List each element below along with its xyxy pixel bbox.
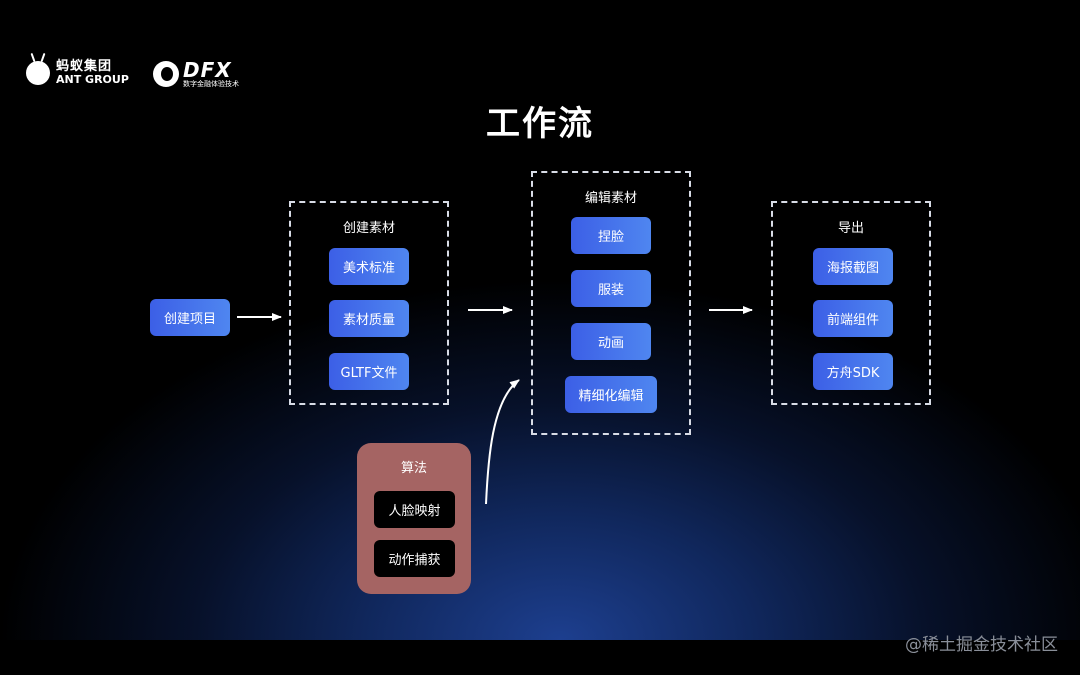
export-item: 方舟SDK [813, 353, 893, 390]
algorithm-group: 算法 人脸映射 动作捕获 [357, 443, 471, 594]
bottom-bar [0, 640, 1080, 675]
edit-assets-group: 编辑素材 捏脸 服装 动画 精细化编辑 [531, 171, 691, 435]
create-item: GLTF文件 [329, 353, 409, 390]
algorithm-label: 算法 [400, 461, 427, 476]
ant-logo-icon [26, 60, 50, 85]
create-project-node: 创建项目 [150, 299, 230, 336]
ant-logo-en: ANT GROUP [56, 72, 129, 86]
create-assets-label: 创建素材 [342, 221, 395, 236]
ant-group-logo: 蚂蚁集团 ANT GROUP [26, 60, 129, 85]
export-item: 海报截图 [813, 248, 893, 285]
export-group: 导出 海报截图 前端组件 方舟SDK [771, 201, 931, 405]
algorithm-item: 人脸映射 [374, 491, 455, 528]
arrow-algorithm-to-edit [485, 379, 520, 505]
dfx-logo: DFX 数字金融体验技术 [153, 60, 239, 88]
create-item: 素材质量 [329, 300, 409, 337]
edit-item: 捏脸 [571, 217, 651, 254]
edit-item: 服装 [571, 270, 651, 307]
ant-logo-cn: 蚂蚁集团 [56, 59, 113, 74]
create-assets-group: 创建素材 美术标准 素材质量 GLTF文件 [289, 201, 449, 405]
create-item: 美术标准 [329, 248, 409, 285]
watermark-text: @稀土掘金技术社区 [905, 635, 1058, 655]
edit-assets-label: 编辑素材 [584, 191, 637, 206]
export-item: 前端组件 [813, 300, 893, 337]
slide-background: 蚂蚁集团 ANT GROUP DFX 数字金融体验技术 工作流 创建项目 创建素… [0, 0, 1080, 640]
dfx-logo-icon [153, 61, 179, 87]
export-label: 导出 [837, 221, 864, 236]
flow-arrows [237, 306, 753, 505]
edit-item: 动画 [571, 323, 651, 360]
edit-item: 精细化编辑 [565, 376, 657, 413]
algorithm-item: 动作捕获 [374, 540, 455, 577]
page-title: 工作流 [486, 104, 594, 144]
dfx-logo-en: DFX [183, 58, 232, 82]
dfx-logo-cn: 数字金融体验技术 [183, 80, 239, 88]
